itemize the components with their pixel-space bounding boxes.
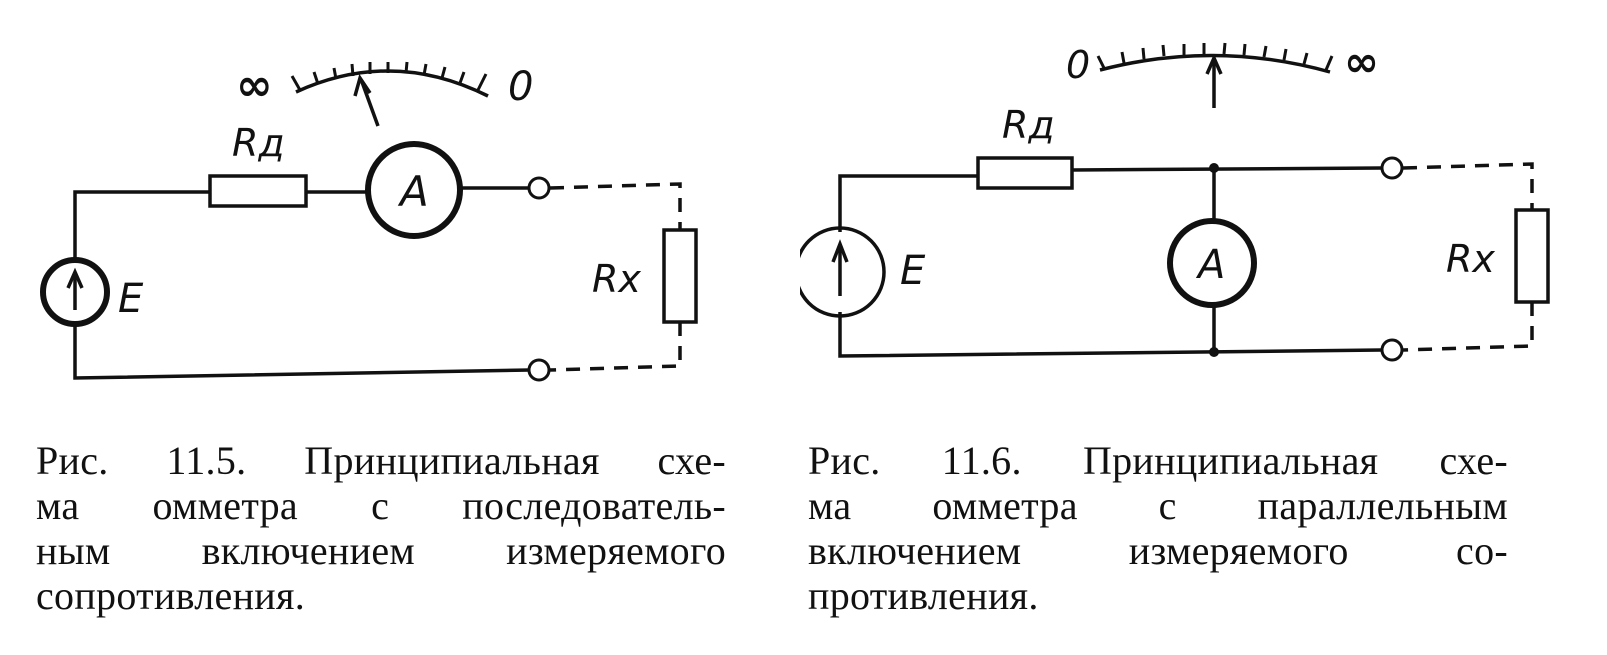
ammeter [1167, 218, 1257, 308]
dashed-wire-bottom [549, 322, 682, 372]
terminal-top [1380, 156, 1404, 180]
junction-top [1209, 163, 1219, 173]
resistor-rd [208, 174, 308, 208]
ohmmeter-scale-ticks [1096, 42, 1334, 71]
figure-parallel-ohmmeter: 0 ∞ Rд A E Rx Рис. 11.6. Принципиаль [800, 0, 1607, 655]
wire-top-left [838, 174, 978, 232]
junction-bottom [1209, 347, 1219, 357]
source-label: E [900, 248, 926, 294]
caption-line: ма омметра с последователь- [36, 483, 726, 528]
caption-line: ным включением измеряемого [36, 528, 726, 573]
resistor-rx [1514, 208, 1550, 304]
resistor-rx-label: Rx [592, 257, 641, 301]
scale-pointer-arrowhead [1205, 53, 1223, 75]
caption-line: Рис. 11.6. Принципиальная схе- [808, 438, 1508, 483]
ohmmeter-scale-ticks [290, 61, 488, 91]
terminal-top [527, 176, 551, 200]
scale-label-left: ∞ [236, 60, 273, 111]
dashed-wire-top [1402, 162, 1534, 210]
parallel-circuit-diagram: 0 ∞ Rд A E Rx [800, 37, 1550, 362]
resistor-rd-label: Rд [1002, 103, 1055, 147]
resistor-rd-label: Rд [232, 121, 285, 165]
scale-label-left: 0 [1066, 43, 1090, 87]
wire-top-right [1071, 166, 1383, 172]
series-circuit-diagram: ∞ 0 Rд A E Rx [40, 60, 698, 382]
terminal-bottom [1380, 338, 1404, 362]
voltage-source [800, 226, 886, 318]
resistor-rx-label: Rx [1446, 237, 1495, 281]
ammeter [365, 141, 463, 239]
resistor-rd [976, 156, 1074, 190]
resistor-rx [662, 228, 698, 324]
source-label: E [118, 276, 144, 322]
terminal-bottom [527, 358, 551, 382]
wire-bottom [838, 312, 1383, 358]
scale-pointer-arrowhead [353, 73, 372, 97]
ohmmeter-scale-arc [1099, 53, 1331, 74]
source-arrow-head [831, 239, 849, 263]
source-arrow-head [66, 267, 84, 289]
scale-label-right: ∞ [1344, 37, 1379, 86]
figure-series-ohmmeter: ∞ 0 Rд A E Rx Рис. 11.5. Принципиальная … [0, 0, 800, 655]
ammeter-label: A [1195, 242, 1225, 288]
figure-caption: Рис. 11.6. Принципиальная схе- ма омметр… [808, 438, 1508, 618]
ammeter-label: A [397, 167, 429, 216]
dashed-wire-top [549, 182, 682, 230]
caption-line: сопротивления. [36, 573, 306, 618]
wire-top-left [73, 190, 210, 262]
caption-line: ма омметра с параллельным [808, 483, 1508, 528]
caption-line: включением измеряемого со- [808, 528, 1508, 573]
scale-pointer [360, 81, 380, 127]
dashed-wire-bottom [1402, 302, 1534, 352]
wire-bottom [73, 322, 531, 380]
caption-line: Рис. 11.5. Принципиальная схе- [36, 438, 726, 483]
scale-label-right: 0 [508, 64, 533, 110]
ohmmeter-scale-arc [295, 69, 489, 98]
caption-line: противления. [808, 573, 1039, 618]
figure-caption: Рис. 11.5. Принципиальная схе- ма омметр… [36, 438, 726, 618]
